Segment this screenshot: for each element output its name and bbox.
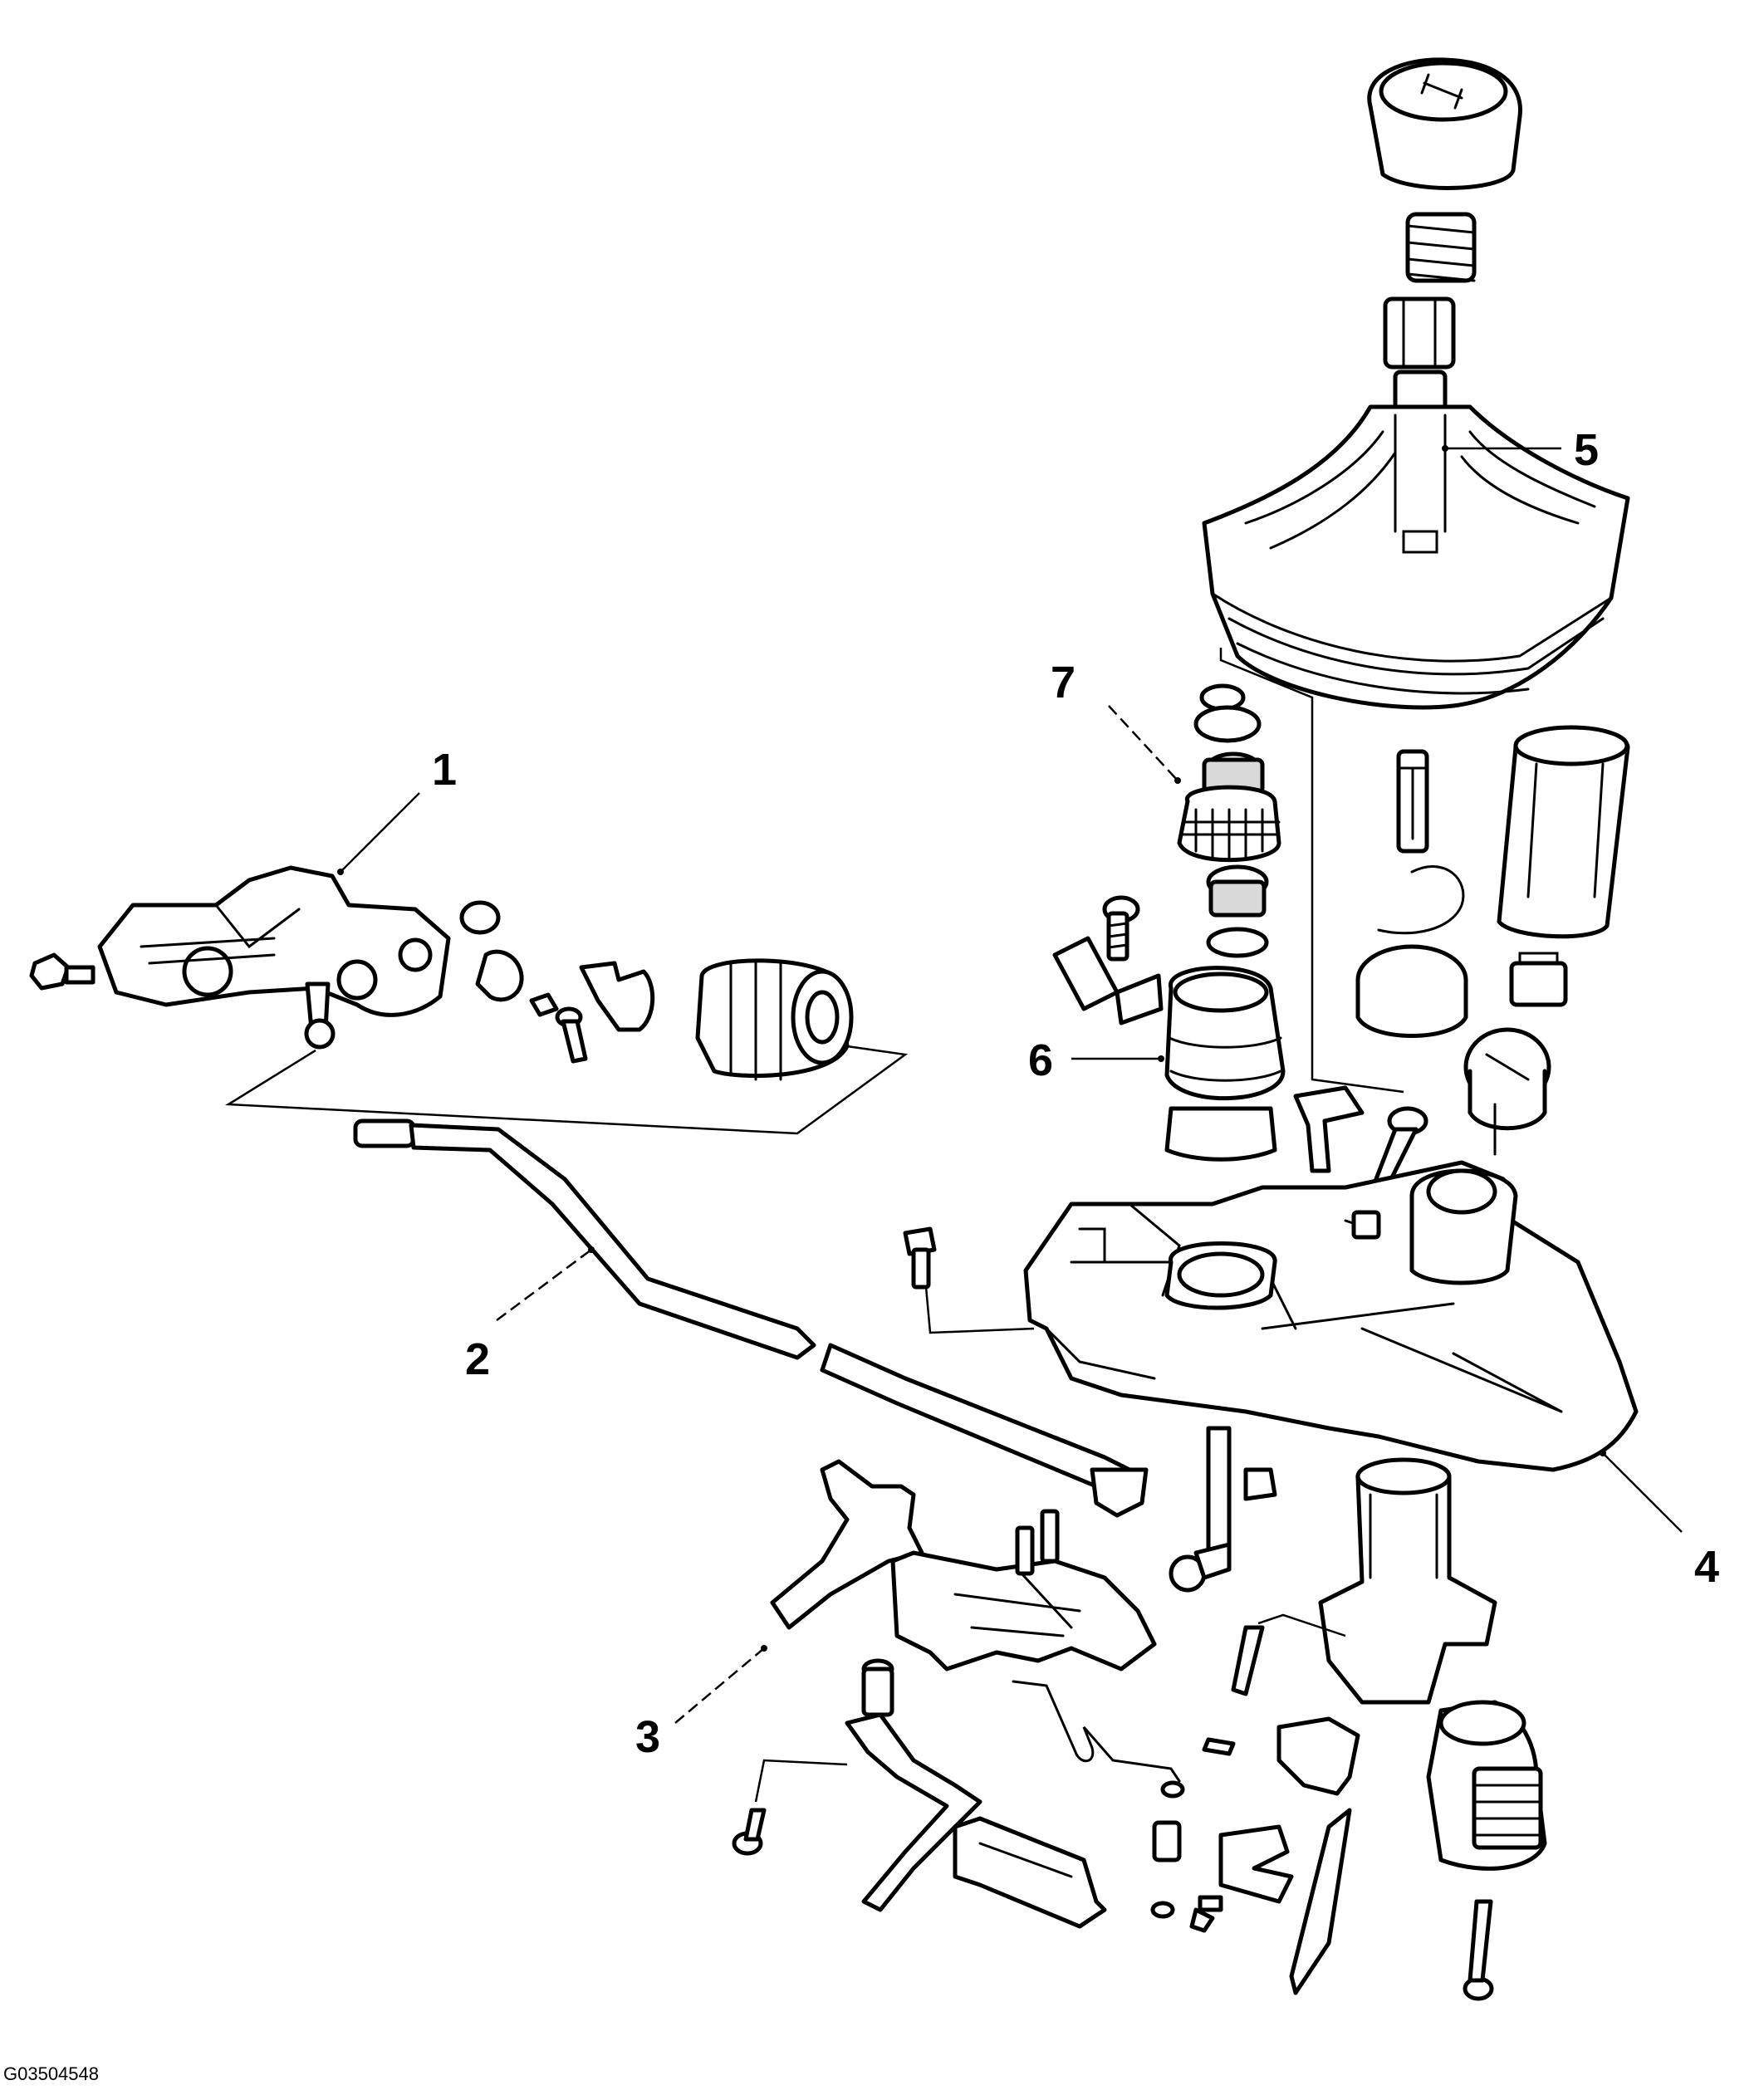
callout-7: 7 — [1051, 658, 1076, 707]
spring-clip — [1377, 865, 1465, 935]
selector-mechanism — [97, 865, 451, 1050]
spacer-sleeve — [861, 1658, 894, 1717]
pivot-ball-assembly — [1177, 683, 1281, 958]
gate-screw — [732, 1808, 767, 1856]
lever-collar — [1383, 296, 1456, 412]
switch-screw — [1463, 1899, 1494, 2001]
gear-knob — [1367, 57, 1522, 190]
cable-group-outline — [224, 1045, 909, 1135]
callout-5: 5 — [1574, 425, 1599, 475]
switch-housing — [1463, 1027, 1551, 1156]
callout-3-leader — [674, 1647, 765, 1724]
callout-6: 6 — [1028, 1035, 1053, 1085]
interlock-plate — [1289, 1808, 1352, 1995]
small-bushing — [1150, 1820, 1182, 1919]
small-bracket — [1052, 936, 1164, 1025]
lock-switch — [1426, 1700, 1547, 1871]
lever-pin — [1396, 749, 1429, 854]
cover-plate — [953, 1816, 1107, 1929]
lock-solenoid — [1497, 725, 1630, 939]
column-screw — [1231, 1625, 1265, 1696]
linkage-rod — [1169, 1426, 1232, 1593]
detent-screw — [1189, 1895, 1223, 1933]
shifter-housing — [1023, 1160, 1639, 1472]
callout-4-leader — [1602, 1452, 1683, 1533]
interlock-pin — [1202, 1737, 1236, 1756]
interlock-block — [1276, 1716, 1360, 1796]
cable-retainer — [579, 961, 655, 1032]
callout-labels: 1 2 3 4 5 6 7 — [432, 425, 1719, 1762]
gear-lever-boot — [1202, 404, 1630, 710]
solenoid-connector — [1509, 952, 1568, 1007]
nut — [459, 900, 501, 935]
mounting-bolt — [29, 952, 96, 991]
callout-1: 1 — [432, 745, 457, 795]
callout-2-leader — [496, 1248, 592, 1322]
detent-bracket — [1218, 1824, 1294, 1904]
callout-1-leader — [340, 792, 420, 873]
cable-boot — [695, 958, 854, 1081]
callout-2: 2 — [465, 1334, 490, 1384]
column-screw-leader — [1257, 1613, 1346, 1637]
bracket-screw — [1102, 895, 1140, 962]
guide-bracket — [1293, 1085, 1365, 1173]
bushing — [529, 992, 559, 1017]
housing-screw — [903, 1226, 937, 1290]
callout-4: 4 — [1694, 1542, 1719, 1592]
bolt-small — [555, 1006, 588, 1064]
lever-arm — [845, 1712, 982, 1912]
bushing-clip — [475, 949, 524, 1002]
reference-code: G03504548 — [3, 2063, 99, 2084]
knob-spring — [1405, 212, 1477, 283]
shift-column — [1318, 1457, 1497, 1705]
return-spring — [1012, 1680, 1185, 1799]
gate-pins — [1015, 1509, 1060, 1576]
retaining-ring — [1355, 944, 1468, 1038]
housing-screw-leader — [924, 1286, 1035, 1334]
shift-cable — [353, 1118, 1149, 1518]
callout-3: 3 — [635, 1712, 660, 1762]
pivot-socket — [1164, 966, 1286, 1162]
callout-7-leader — [1108, 705, 1178, 781]
gate-screw-leader — [754, 1759, 848, 1803]
linkage-clip — [1243, 1467, 1277, 1501]
boot-assembly-leader — [1219, 648, 1404, 1094]
